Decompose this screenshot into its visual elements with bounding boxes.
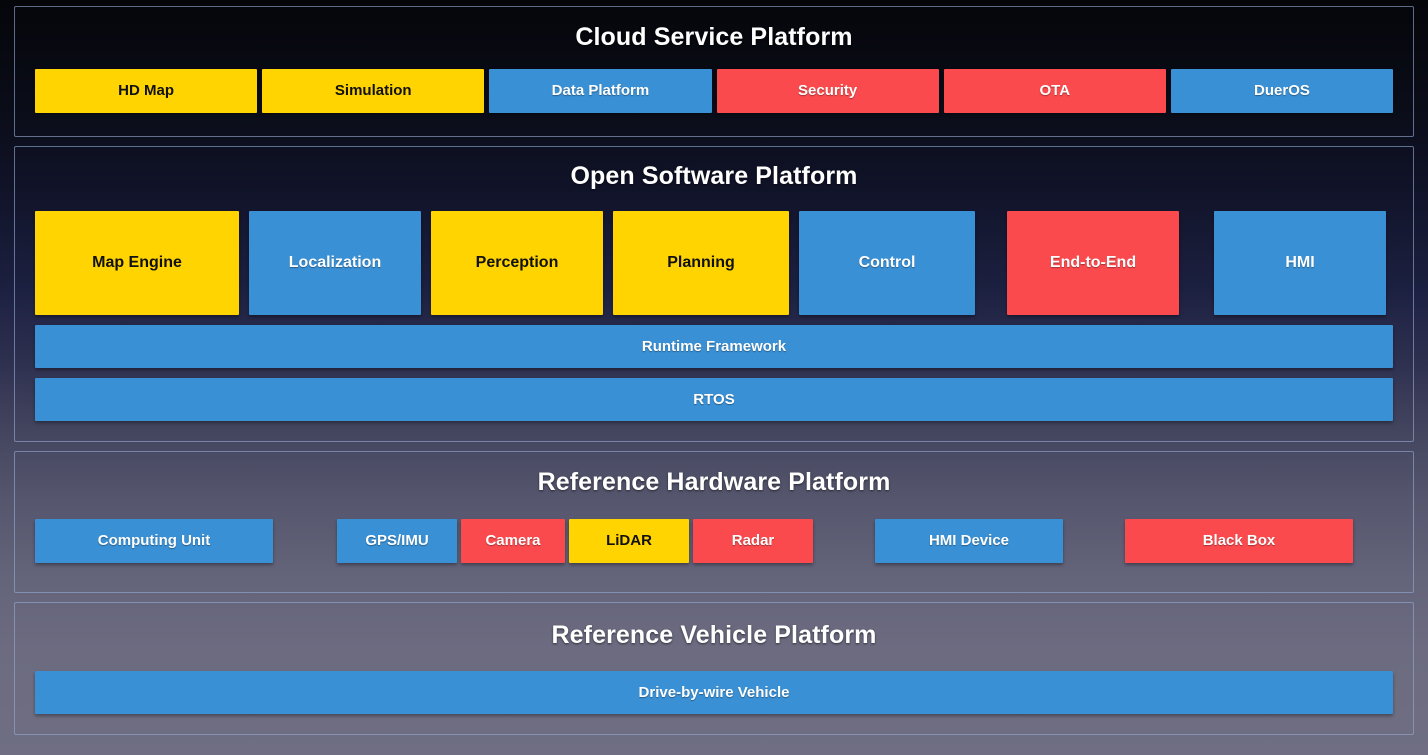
module-end-to-end[interactable]: End-to-End (1007, 211, 1179, 315)
architecture-diagram: Cloud Service Platform HD Map Simulation… (14, 6, 1414, 750)
layer-title-open-software-platform: Open Software Platform (570, 162, 858, 190)
module-security[interactable]: Security (716, 69, 939, 113)
sensor-group: GPS/IMU Camera LiDAR Radar (337, 519, 813, 563)
layer-reference-hardware-platform: Reference Hardware Platform Computing Un… (14, 451, 1414, 593)
module-hmi[interactable]: HMI (1214, 211, 1386, 315)
module-rtos[interactable]: RTOS (35, 378, 1393, 421)
module-camera[interactable]: Camera (461, 519, 565, 563)
module-runtime-framework[interactable]: Runtime Framework (35, 325, 1393, 368)
layer-cloud-service-platform: Cloud Service Platform HD Map Simulation… (14, 6, 1414, 137)
module-hd-map[interactable]: HD Map (35, 69, 258, 113)
module-black-box[interactable]: Black Box (1125, 519, 1353, 563)
layer-reference-vehicle-platform: Reference Vehicle Platform Drive-by-wire… (14, 602, 1414, 735)
module-perception[interactable]: Perception (431, 211, 603, 315)
module-map-engine[interactable]: Map Engine (35, 211, 239, 315)
hardware-module-row: Computing Unit GPS/IMU Camera LiDAR Rada… (35, 519, 1393, 563)
module-radar[interactable]: Radar (693, 519, 813, 563)
module-gps-imu[interactable]: GPS/IMU (337, 519, 457, 563)
software-module-row: Map Engine Localization Perception Plann… (35, 211, 1393, 315)
module-computing-unit[interactable]: Computing Unit (35, 519, 273, 563)
layer-open-software-platform: Open Software Platform Map Engine Locali… (14, 146, 1414, 442)
layer-title-reference-hardware-platform: Reference Hardware Platform (537, 468, 891, 496)
cloud-module-row: HD Map Simulation Data Platform Security… (35, 69, 1394, 113)
layer-title-reference-vehicle-platform: Reference Vehicle Platform (551, 621, 877, 649)
module-drive-by-wire-vehicle[interactable]: Drive-by-wire Vehicle (35, 671, 1393, 714)
module-localization[interactable]: Localization (249, 211, 421, 315)
module-data-platform[interactable]: Data Platform (489, 69, 712, 113)
module-simulation[interactable]: Simulation (262, 69, 485, 113)
module-planning[interactable]: Planning (613, 211, 789, 315)
module-lidar[interactable]: LiDAR (569, 519, 689, 563)
layer-title-cloud-service-platform: Cloud Service Platform (575, 23, 853, 51)
module-ota[interactable]: OTA (943, 69, 1166, 113)
module-control[interactable]: Control (799, 211, 975, 315)
module-hmi-device[interactable]: HMI Device (875, 519, 1063, 563)
module-dueros[interactable]: DuerOS (1170, 69, 1394, 113)
